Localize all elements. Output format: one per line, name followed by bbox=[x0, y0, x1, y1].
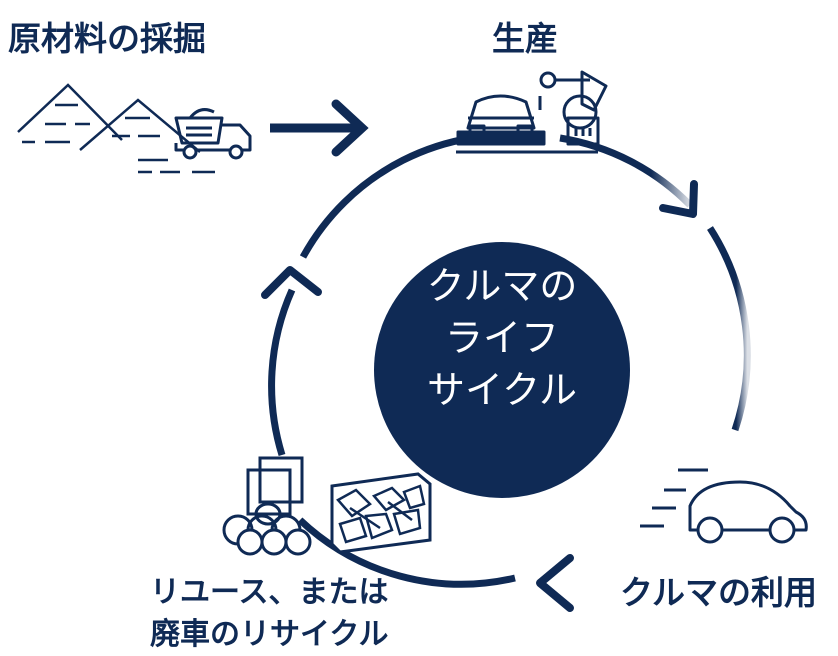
factory-robot-arm-icon bbox=[456, 70, 608, 154]
arrowhead-bottom-icon bbox=[536, 554, 574, 612]
stage-label-production: 生産 bbox=[492, 19, 558, 58]
center-label-line-2: ライフ bbox=[444, 316, 559, 360]
stage-label-recycle-line-2: 廃車のリサイクル bbox=[150, 617, 389, 652]
center-label: クルマの ライフ サイクル bbox=[378, 260, 626, 416]
mining-to-production-arrow-icon bbox=[270, 99, 369, 157]
arc-left bbox=[268, 288, 296, 457]
dump-truck-icon bbox=[174, 108, 252, 160]
arrowhead-right-icon bbox=[659, 180, 698, 218]
arc-top-right bbox=[559, 134, 693, 208]
metal-rolls-icon bbox=[222, 456, 312, 556]
arrowhead-left-icon bbox=[261, 266, 322, 299]
center-label-line-1: クルマの bbox=[426, 264, 578, 308]
arc-right bbox=[707, 226, 751, 432]
car-icon bbox=[640, 468, 808, 544]
stage-label-recycle: リユース、または 廃車のリサイクル bbox=[150, 572, 389, 656]
stage-label-recycle-line-1: リユース、または bbox=[150, 575, 389, 610]
stage-label-mining: 原材料の採掘 bbox=[8, 19, 206, 58]
mountains-icon bbox=[17, 83, 215, 174]
center-circle bbox=[374, 242, 630, 498]
stage-label-use: クルマの利用 bbox=[620, 573, 818, 612]
center-label-line-3: サイクル bbox=[426, 368, 578, 412]
scrap-metal-block-icon bbox=[330, 472, 432, 554]
arc-bottom bbox=[297, 517, 516, 588]
